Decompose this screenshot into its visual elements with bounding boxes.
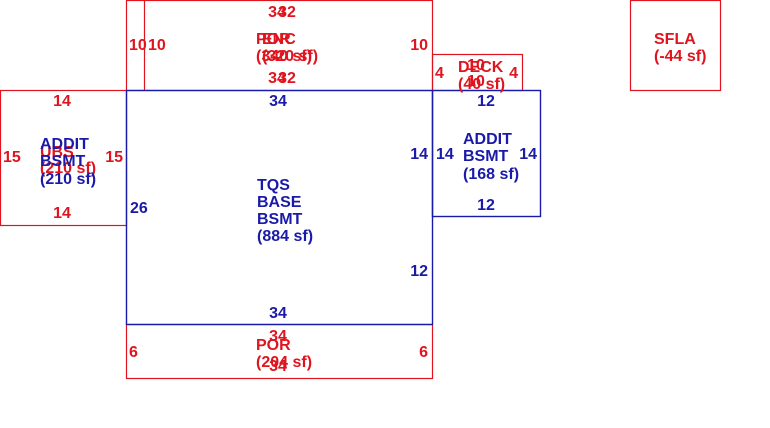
sfla-outline	[629, 0, 722, 92]
dimension-label: 14	[410, 146, 428, 163]
sfla-area: SFLA (-44 sf)	[654, 31, 706, 65]
dimension-label: 6	[129, 344, 138, 361]
dimension-label: 34	[268, 70, 286, 87]
por-bottom-area: POR (204 sf) 34 6 6 34	[129, 328, 428, 375]
dimension-label: 10	[148, 37, 166, 54]
dimension-label: 6	[419, 344, 428, 361]
dimension-label: 14	[53, 93, 71, 110]
area-label-line: BSMT	[463, 148, 509, 165]
dimension-label: 14	[519, 146, 537, 163]
dimension-label: 12	[410, 263, 428, 280]
area-label-line: (210 sf)	[40, 171, 96, 188]
dimension-label: 34	[269, 305, 287, 322]
area-label-line: TQS	[257, 177, 290, 194]
area-label-line: ENC	[262, 31, 296, 48]
area-label-line: UBS	[40, 144, 74, 161]
area-label-line: DECK	[458, 59, 504, 76]
dimension-label: 34	[268, 4, 286, 21]
ubs-area: UBS (210 sf) 14 15 15 14	[3, 93, 123, 222]
dimension-label: 10	[467, 73, 485, 90]
dimension-label: 32	[278, 4, 296, 21]
dimension-label: 10	[129, 37, 147, 54]
area-label-line: BASE	[257, 194, 302, 211]
area-label-line: (168 sf)	[463, 166, 519, 183]
area-label-line: ADDIT	[40, 136, 89, 153]
dimension-label: 34	[269, 93, 287, 110]
dimension-label: 4	[435, 65, 444, 82]
dimension-label: 10	[410, 37, 428, 54]
area-label-line: POR	[256, 31, 291, 48]
addit-bsmt-right-outline	[431, 89, 542, 218]
area-label-line: (-44 sf)	[654, 48, 706, 65]
area-label-line: (884 sf)	[257, 228, 313, 245]
enc-area: ENC (320 sf) 32 10 32	[148, 4, 318, 87]
addit-bsmt-right-area: ADDIT BSMT (168 sf) 12 14 14 12	[436, 93, 537, 214]
addit-bsmt-left-area: ADDIT BSMT (210 sf)	[40, 136, 96, 188]
dimension-label: 12	[477, 197, 495, 214]
dimension-label: 32	[278, 70, 296, 87]
area-label-line: (40 sf)	[458, 76, 505, 93]
dimension-label: 26	[130, 200, 148, 217]
tqs-base-bsmt-area: TQS BASE BSMT (884 sf) 34 26 12 14 34	[130, 93, 428, 322]
deck-area: DECK (40 sf) 10 4 4 10	[435, 57, 518, 93]
area-label-line: BSMT	[40, 153, 86, 170]
area-label-line: (210 sf)	[40, 160, 96, 177]
area-label-line: SFLA	[654, 31, 696, 48]
area-label-line: (340 sf)	[256, 48, 312, 65]
por-top-area: POR (340 sf) 34 10 10 34	[129, 4, 428, 87]
area-label-line: BSMT	[257, 211, 303, 228]
dimension-label: 4	[509, 65, 518, 82]
dimension-label: 14	[436, 146, 454, 163]
area-label-line: ADDIT	[463, 131, 512, 148]
dimension-label: 10	[467, 57, 485, 74]
area-label-line: POR	[256, 337, 291, 354]
dimension-label: 34	[269, 328, 287, 345]
dimension-label: 15	[3, 149, 21, 166]
dimension-label: 15	[105, 149, 123, 166]
dimension-label: 12	[477, 93, 495, 110]
dimension-label: 14	[53, 205, 71, 222]
area-label-line: (320 sf)	[262, 48, 318, 65]
area-label-line: (204 sf)	[256, 354, 312, 371]
dimension-label: 34	[269, 358, 287, 375]
